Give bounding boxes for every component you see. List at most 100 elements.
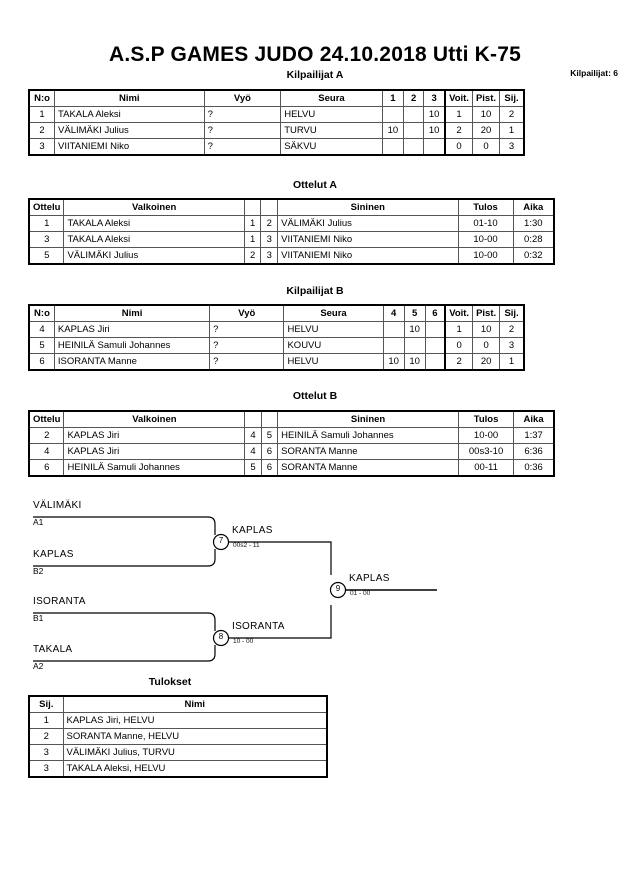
cell-nw: 1 (243, 231, 262, 248)
cell-m1 (382, 337, 405, 354)
table-row: 4 KAPLAS Jiri 4 6 SORANTA Manne 00s3-10 … (28, 443, 555, 460)
cell-sij: 3 (499, 337, 525, 354)
cell-nw: 1 (243, 215, 262, 232)
bracket-entrant-seed-2: B2 (33, 566, 44, 576)
col-m3: 6 (424, 304, 446, 322)
cell-m3: 10 (423, 106, 446, 123)
cell-vyo: ? (203, 122, 282, 139)
cell-m1: 10 (381, 122, 405, 139)
cell-no: 1 (28, 106, 56, 123)
cell-vyo: ? (209, 321, 285, 338)
cell-pist: 10 (471, 106, 501, 123)
results-table: Sij. Nimi 1 KAPLAS Jiri, HELVU 2 SORANTA… (28, 695, 328, 778)
table-row: 3 VIITANIEMI Niko ? SÄKVU 0 0 3 (28, 138, 525, 156)
competitor-count: Kilpailijat: 6 (570, 68, 618, 78)
col-seura: Seura (283, 304, 384, 322)
cell-sininen: VIITANIEMI Niko (277, 231, 459, 248)
cell-seura: HELVU (283, 353, 384, 371)
col-voit: Voit. (444, 89, 473, 107)
cell-ottelu: 4 (28, 443, 65, 460)
cell-pist: 10 (472, 321, 501, 338)
cell-no: 2 (28, 122, 56, 139)
col-m3: 3 (423, 89, 446, 107)
cell-no: 5 (28, 337, 55, 354)
cell-tulos: 10-00 (457, 427, 515, 444)
cell-voit: 1 (444, 106, 473, 123)
table-row: 3 VÄLIMÄKI Julius, TURVU (28, 744, 328, 761)
bracket-score-sf7: 00s2 - 11 (233, 542, 260, 549)
table-header-row: Sij. Nimi (28, 695, 328, 713)
cell-nimi: VÄLIMÄKI Julius, TURVU (62, 744, 328, 761)
bracket-winner-sf7: KAPLAS (232, 525, 273, 536)
cell-nimi: KAPLAS Jiri (53, 321, 211, 338)
table-row: 1 KAPLAS Jiri, HELVU (28, 712, 328, 729)
pool-b-table: N:o Nimi Vyö Seura 4 5 6 Voit. Pist. Sij… (28, 304, 525, 371)
table-header-row: Ottelu Valkoinen Sininen Tulos Aika (28, 410, 555, 428)
cell-m1 (381, 138, 405, 156)
cell-ottelu: 3 (28, 231, 65, 248)
col-nw (244, 410, 262, 428)
cell-sij: 3 (28, 744, 64, 761)
cell-nw: 4 (244, 443, 262, 460)
col-valkoinen: Valkoinen (63, 410, 246, 428)
cell-valkoinen: VÄLIMÄKI Julius (63, 247, 245, 265)
table-header-row: N:o Nimi Vyö Seura 1 2 3 Voit. Pist. Sij… (28, 89, 525, 107)
bracket-match-number-9: 9 (335, 584, 341, 593)
col-voit: Voit. (444, 304, 474, 322)
col-nimi: Nimi (54, 89, 205, 107)
table-row: 1 TAKALA Aleksi ? HELVU 10 1 10 2 (28, 106, 525, 123)
cell-nb: 3 (260, 247, 279, 265)
cell-seura: HELVU (280, 106, 383, 123)
cell-pist: 20 (471, 122, 501, 139)
cell-no: 6 (28, 353, 55, 371)
cell-nimi: VIITANIEMI Niko (54, 138, 205, 156)
cell-m1: 10 (382, 353, 405, 371)
col-tulos: Tulos (457, 410, 515, 428)
cell-m3 (424, 337, 446, 354)
col-tulos: Tulos (457, 198, 514, 216)
bracket-score-sf8: 10 - 00 (233, 638, 254, 645)
table-header-row: N:o Nimi Vyö Seura 4 5 6 Voit. Pist. Sij… (28, 304, 525, 322)
table-row: 3 TAKALA Aleksi, HELVU (28, 760, 328, 778)
cell-aika: 1:37 (513, 427, 555, 444)
cell-sininen: SORANTA Manne (277, 459, 459, 477)
cell-no: 4 (28, 321, 55, 338)
caption-pool-b: Kilpailijat B (286, 285, 344, 297)
cell-m1 (382, 321, 405, 338)
cell-valkoinen: TAKALA Aleksi (63, 215, 245, 232)
col-nimi: Nimi (62, 695, 328, 713)
cell-seura: KOUVU (283, 337, 384, 354)
col-m1: 4 (382, 304, 405, 322)
matches-a-table: Ottelu Valkoinen Sininen Tulos Aika 1 TA… (28, 198, 555, 265)
cell-vyo: ? (203, 106, 282, 123)
cell-voit: 2 (444, 353, 474, 371)
cell-aika: 0:32 (512, 247, 555, 265)
cell-aika: 0:28 (512, 231, 555, 248)
table-row: 1 TAKALA Aleksi 1 2 VÄLIMÄKI Julius 01-1… (28, 215, 555, 232)
cell-nimi: TAKALA Aleksi (54, 106, 205, 123)
caption-matches-b: Ottelut B (292, 390, 338, 402)
table-row: 5 HEINILÄ Samuli Johannes ? KOUVU 0 0 3 (28, 337, 525, 354)
cell-m2: 10 (403, 321, 426, 338)
col-nw (243, 198, 262, 216)
cell-vyo: ? (209, 337, 285, 354)
pool-a-table: N:o Nimi Vyö Seura 1 2 3 Voit. Pist. Sij… (28, 89, 525, 156)
bracket-match-number-7: 7 (218, 536, 224, 545)
col-no: N:o (28, 304, 55, 322)
cell-seura: TURVU (280, 122, 383, 139)
caption-results: Tulokset (148, 676, 192, 688)
cell-m2 (402, 106, 425, 123)
cell-sij: 3 (28, 760, 64, 778)
col-sij: Sij. (499, 89, 525, 107)
cell-nimi: HEINILÄ Samuli Johannes (53, 337, 211, 354)
col-nb (260, 410, 279, 428)
bracket-entrant-name-3: ISORANTA (33, 596, 86, 607)
cell-m2 (403, 337, 426, 354)
cell-sij: 2 (499, 106, 525, 123)
cell-no: 3 (28, 138, 56, 156)
cell-sij: 1 (28, 712, 64, 729)
cell-vyo: ? (209, 353, 285, 371)
match-node-8 (212, 629, 230, 647)
col-seura: Seura (280, 89, 383, 107)
col-aika: Aika (512, 198, 555, 216)
